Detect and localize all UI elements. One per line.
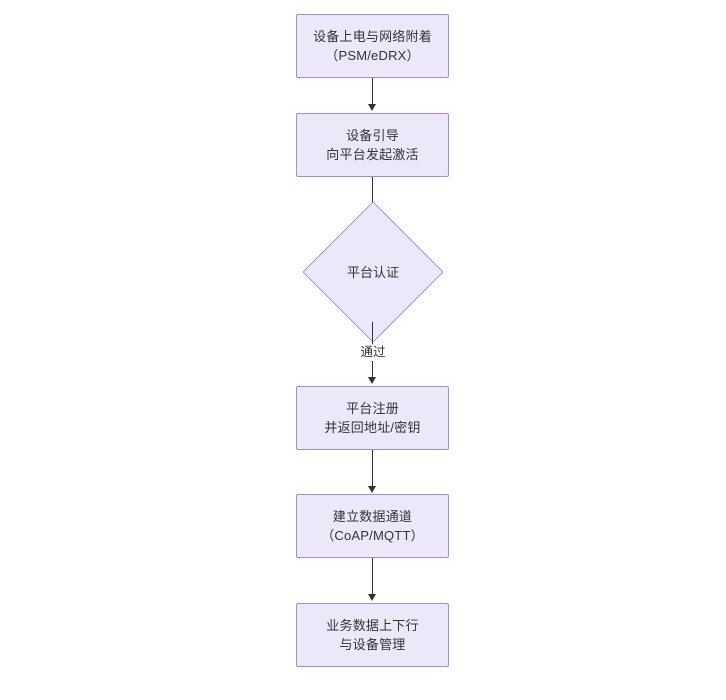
flow-node-power-on[interactable]: 设备上电与网络附着 （PSM/eDRX） <box>296 14 449 78</box>
connector-line-1 <box>372 78 373 105</box>
node-label-line2: （CoAP/MQTT） <box>321 528 424 543</box>
node-label-line1: 设备引导 <box>346 128 399 143</box>
node-label-line1: 建立数据通道 <box>332 509 413 524</box>
flow-node-data-channel[interactable]: 建立数据通道 （CoAP/MQTT） <box>296 494 449 558</box>
node-label-line1: 业务数据上下行 <box>326 618 419 633</box>
connector-arrowhead-3 <box>368 377 376 384</box>
flow-node-platform-auth-decision[interactable]: 平台认证 <box>302 201 444 343</box>
connector-arrowhead-1 <box>368 104 376 111</box>
connector-line-5 <box>372 558 373 595</box>
node-label-line2: （PSM/eDRX） <box>325 48 420 63</box>
connector-arrowhead-4 <box>368 486 376 493</box>
node-label-line1: 设备上电与网络附着 <box>313 29 432 44</box>
node-label-line2: 并返回地址/密钥 <box>324 420 421 435</box>
node-label-line1: 平台认证 <box>346 264 399 280</box>
flow-node-platform-register[interactable]: 平台注册 并返回地址/密钥 <box>296 386 449 450</box>
node-label-line2: 向平台发起激活 <box>326 147 419 162</box>
flow-node-business-data[interactable]: 业务数据上下行 与设备管理 <box>296 603 449 667</box>
connector-line-2 <box>372 177 373 215</box>
flow-node-device-bootstrap[interactable]: 设备引导 向平台发起激活 <box>296 113 449 177</box>
connector-line-4 <box>372 450 373 487</box>
connector-arrowhead-5 <box>368 594 376 601</box>
node-label-line1: 平台注册 <box>346 401 399 416</box>
node-label-line2: 与设备管理 <box>339 637 406 652</box>
edge-label-pass: 通过 <box>352 344 394 361</box>
